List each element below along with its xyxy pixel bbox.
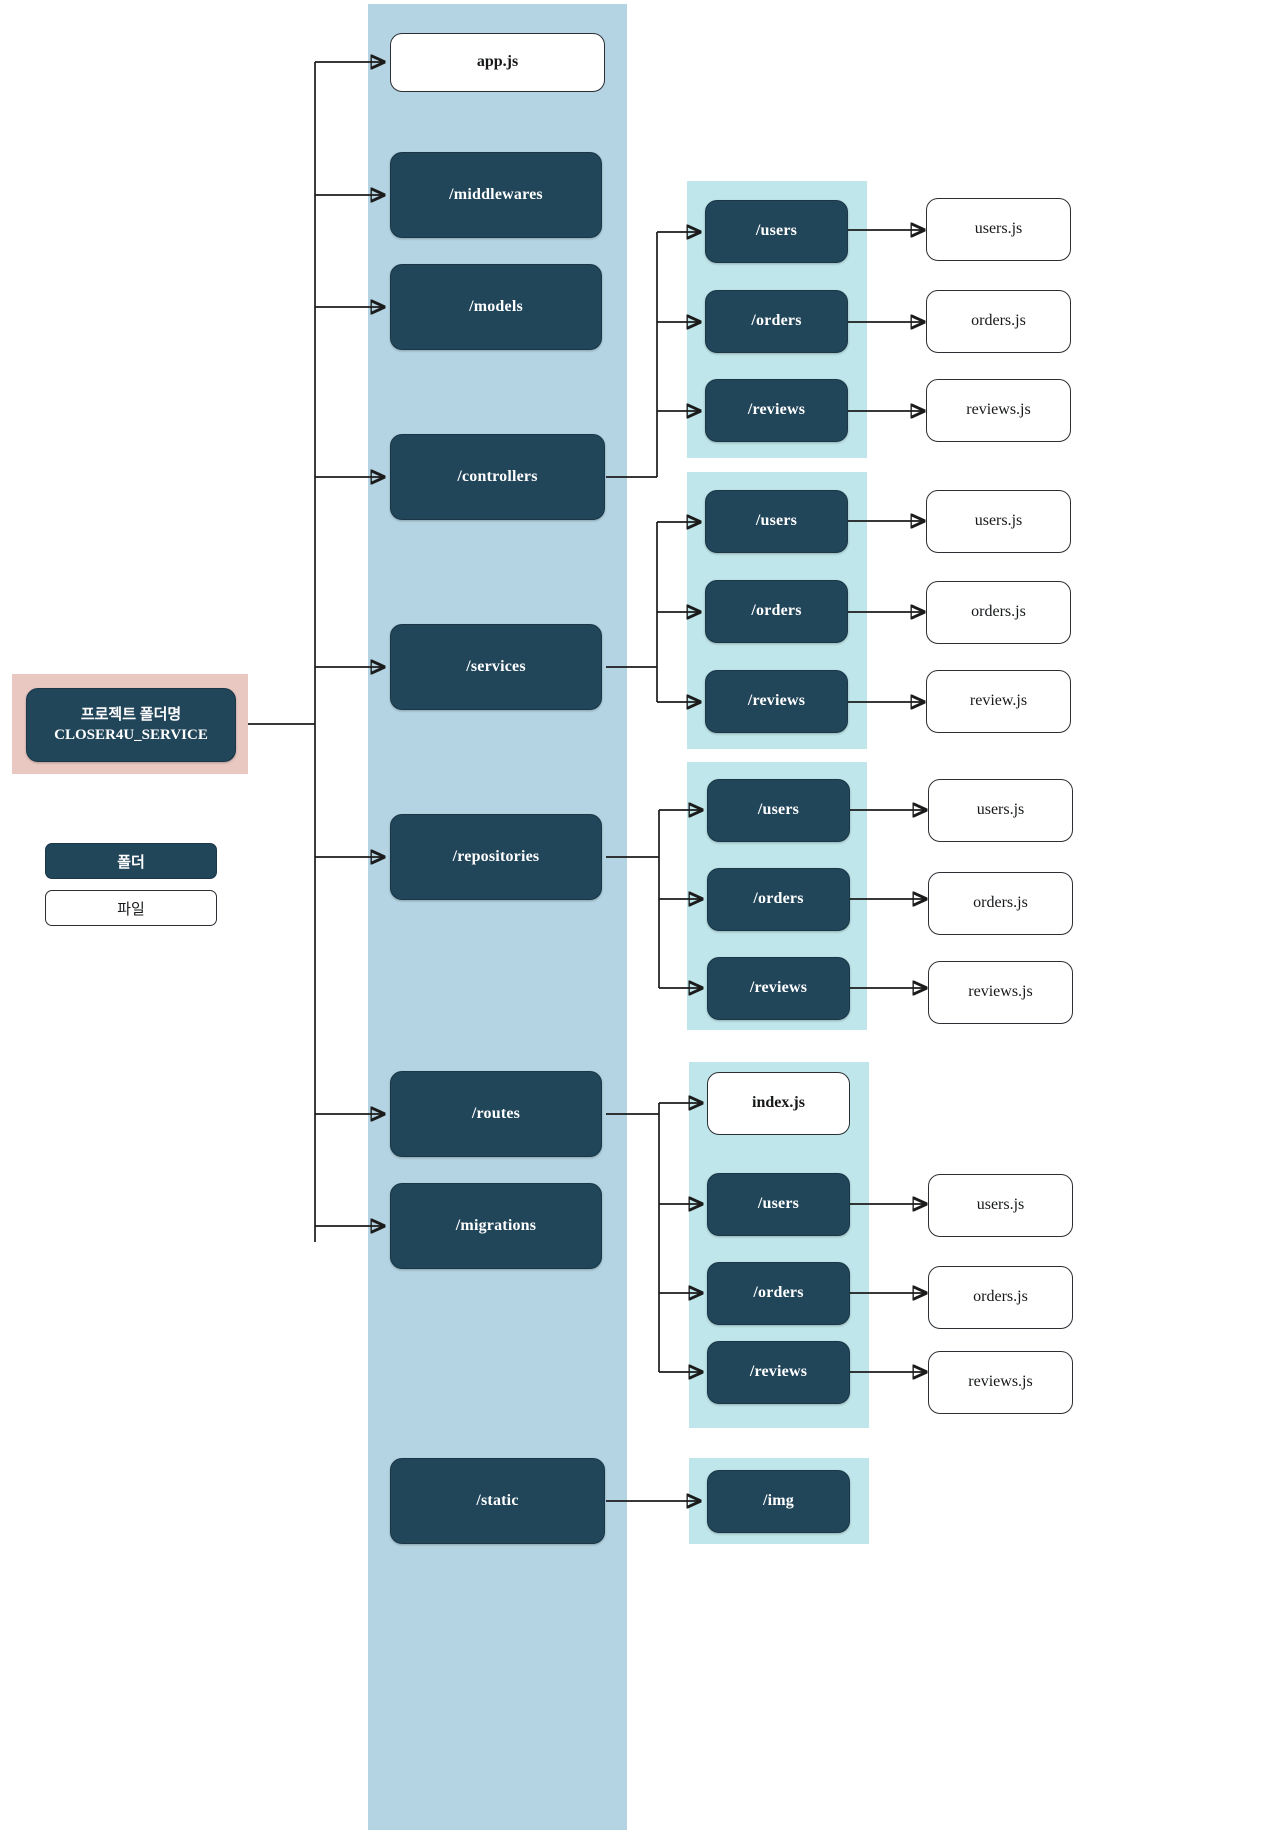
node-label: /models [469, 297, 523, 315]
node-services[interactable]: /services [390, 624, 602, 710]
node-repositories-users[interactable]: /users [707, 779, 850, 842]
node-label: /orders [751, 602, 802, 620]
file-services-review-js[interactable]: review.js [926, 670, 1071, 733]
legend-folder-label: 폴더 [117, 854, 145, 871]
node-routes-orders[interactable]: /orders [707, 1262, 850, 1325]
node-label: users.js [974, 220, 1023, 238]
file-routes-orders-js[interactable]: orders.js [928, 1266, 1073, 1329]
node-label: users.js [976, 1196, 1025, 1214]
node-label: /repositories [452, 847, 540, 865]
file-routes-reviews-js[interactable]: reviews.js [928, 1351, 1073, 1414]
node-repositories[interactable]: /repositories [390, 814, 602, 900]
file-routes-index-js[interactable]: index.js [707, 1072, 850, 1135]
node-label: reviews.js [966, 401, 1031, 419]
node-controllers-users[interactable]: /users [705, 200, 848, 263]
node-label: /img [762, 1492, 795, 1510]
node-repositories-orders[interactable]: /orders [707, 868, 850, 931]
node-label: /reviews [749, 1363, 808, 1381]
file-controllers-users-js[interactable]: users.js [926, 198, 1071, 261]
legend-file-label: 파일 [117, 901, 145, 918]
node-routes-users[interactable]: /users [707, 1173, 850, 1236]
node-label: /middlewares [449, 185, 543, 203]
node-services-reviews[interactable]: /reviews [705, 670, 848, 733]
file-controllers-reviews-js[interactable]: reviews.js [926, 379, 1071, 442]
node-label: reviews.js [968, 1373, 1033, 1391]
node-label: review.js [969, 692, 1028, 710]
file-controllers-orders-js[interactable]: orders.js [926, 290, 1071, 353]
node-label: /orders [753, 1284, 804, 1302]
legend-file-swatch: 파일 [45, 890, 217, 926]
root-project-folder[interactable]: 프로젝트 폴더명 CLOSER4U_SERVICE [26, 688, 236, 762]
node-label: /services [466, 657, 526, 675]
file-services-users-js[interactable]: users.js [926, 490, 1071, 553]
node-label: users.js [976, 801, 1025, 819]
node-static-img[interactable]: /img [707, 1470, 850, 1533]
file-repositories-orders-js[interactable]: orders.js [928, 872, 1073, 935]
node-label: users.js [974, 512, 1023, 530]
node-label: app.js [476, 53, 519, 71]
node-label: /users [757, 1195, 800, 1213]
node-label: index.js [752, 1094, 805, 1112]
node-label: orders.js [971, 312, 1026, 330]
node-middlewares[interactable]: /middlewares [390, 152, 602, 238]
node-label: /reviews [747, 401, 806, 419]
node-label: /users [755, 222, 798, 240]
node-label: /static [476, 1491, 519, 1509]
node-label: /users [757, 801, 800, 819]
root-label-line1: 프로젝트 폴더명 [80, 706, 182, 723]
file-repositories-users-js[interactable]: users.js [928, 779, 1073, 842]
node-label: orders.js [973, 894, 1028, 912]
node-services-orders[interactable]: /orders [705, 580, 848, 643]
node-label: /migrations [455, 1216, 537, 1234]
root-label-line2: CLOSER4U_SERVICE [54, 727, 208, 743]
node-routes-reviews[interactable]: /reviews [707, 1341, 850, 1404]
node-label: /routes [471, 1104, 521, 1122]
node-label: reviews.js [968, 983, 1033, 1001]
node-migrations[interactable]: /migrations [390, 1183, 602, 1269]
node-label: orders.js [973, 1288, 1028, 1306]
node-static[interactable]: /static [390, 1458, 605, 1544]
node-label: orders.js [971, 603, 1026, 621]
node-models[interactable]: /models [390, 264, 602, 350]
file-routes-users-js[interactable]: users.js [928, 1174, 1073, 1237]
file-services-orders-js[interactable]: orders.js [926, 581, 1071, 644]
node-routes[interactable]: /routes [390, 1071, 602, 1157]
node-label: /users [755, 512, 798, 530]
node-label: /orders [751, 312, 802, 330]
node-label: /orders [753, 890, 804, 908]
node-controllers-reviews[interactable]: /reviews [705, 379, 848, 442]
node-label: /reviews [747, 692, 806, 710]
node-controllers-orders[interactable]: /orders [705, 290, 848, 353]
node-controllers[interactable]: /controllers [390, 434, 605, 520]
node-label: /reviews [749, 979, 808, 997]
node-label: /controllers [457, 467, 538, 485]
node-repositories-reviews[interactable]: /reviews [707, 957, 850, 1020]
legend-folder-swatch: 폴더 [45, 843, 217, 879]
node-services-users[interactable]: /users [705, 490, 848, 553]
node-app-js[interactable]: app.js [390, 33, 605, 92]
file-repositories-reviews-js[interactable]: reviews.js [928, 961, 1073, 1024]
